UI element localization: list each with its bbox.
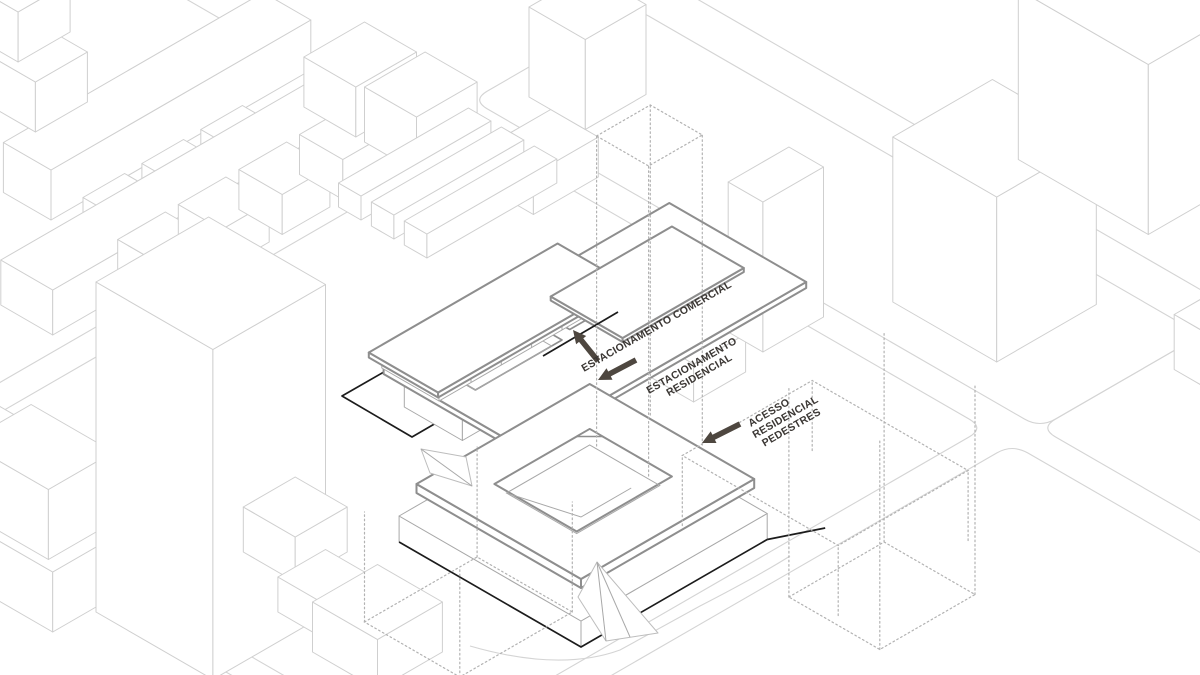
- drawing-line: [420, 448, 473, 487]
- access-arrows: [573, 330, 742, 443]
- drawing-line: [681, 379, 970, 547]
- access-arrow: [702, 421, 742, 443]
- drawing-line: [596, 561, 607, 642]
- drawing-line: [506, 487, 632, 518]
- drawing-line: [505, 444, 661, 535]
- drawing-line: [1035, 0, 1200, 65]
- drawing-line: [727, 146, 824, 203]
- drawing-line: [303, 21, 417, 88]
- drawing-line: [363, 556, 574, 675]
- drawing-line: [95, 281, 214, 675]
- drawing-line: [596, 561, 631, 638]
- drawing-line: [403, 145, 558, 235]
- drawing-line: [370, 126, 525, 216]
- label-acesso-residencial-pedestres: ACESSO RESIDENCIAL PEDESTRES: [746, 393, 823, 449]
- access-arrow: [573, 330, 601, 363]
- drawing-line: [398, 538, 768, 648]
- drawing-line: [338, 107, 492, 197]
- main-building: [341, 202, 826, 648]
- drawing-line: [95, 216, 326, 350]
- drawing-line: [2, 0, 312, 171]
- street-edge: [469, 555, 791, 661]
- drawing-line: [595, 104, 704, 167]
- drawing-line: [787, 541, 977, 651]
- ghost-volumes-dotted: [363, 104, 977, 675]
- drawing-line: [242, 476, 348, 538]
- drawing-line: [1173, 314, 1200, 385]
- drawing-line: [1173, 299, 1200, 330]
- drawing-line: [0, 0, 40, 13]
- drawing-line: [17, 0, 71, 63]
- access-arrow: [598, 357, 638, 380]
- drawing-line: [767, 527, 826, 541]
- drawing-line: [528, 0, 647, 40]
- drawing-line: [364, 51, 478, 118]
- drawing-line: [312, 564, 443, 640]
- drawing-line: [493, 428, 673, 533]
- street-edge: [611, 447, 1200, 675]
- drawing-line: [1147, 34, 1200, 235]
- street-edge: [1047, 334, 1200, 522]
